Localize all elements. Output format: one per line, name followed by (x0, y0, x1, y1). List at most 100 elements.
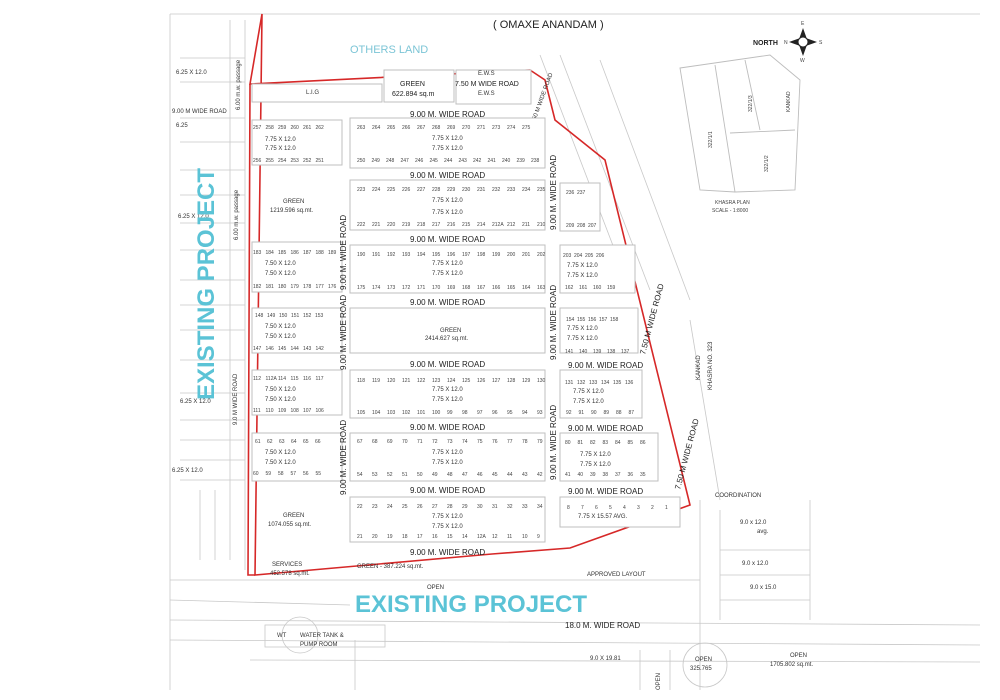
plot-number: 251 (316, 158, 325, 164)
plot-number: 229 (447, 187, 456, 193)
road-h-6: 9.00 M. WIDE ROAD (410, 423, 485, 432)
left-size-5: 6.25 X 12.0 (172, 468, 203, 474)
plot-number: 176 (328, 284, 337, 290)
plot-number: 108 (291, 408, 300, 414)
plot-number: 1 (665, 505, 668, 511)
plot-number: 257 (253, 125, 262, 131)
plot-number: 269 (447, 125, 456, 131)
plot-number: 154 (566, 317, 575, 323)
plot-number: 195 (432, 252, 441, 258)
plot-number: 23 (372, 504, 378, 510)
plot-number: 146 (266, 346, 275, 352)
green-2-label: GREEN (440, 328, 461, 334)
road-v-3: 9.00 M. WIDE ROAD (339, 420, 348, 495)
plot-number: 30 (477, 504, 483, 510)
plot-number: 156 (588, 317, 597, 323)
plot-number: 59 (266, 471, 272, 477)
plot-number: 61 (255, 439, 261, 445)
road-h-8: 9.00 M. WIDE ROAD (410, 548, 485, 557)
plot-9x1981: 9.0 X 19.81 (590, 656, 621, 662)
plot-number: 103 (387, 410, 396, 416)
plot-number: 177 (316, 284, 325, 290)
plot-number: 12A (477, 534, 487, 540)
plot-number: 182 (253, 284, 262, 290)
plot-number: 153 (315, 313, 324, 319)
left-road-vert: 9.0 M WIDE ROAD (233, 373, 239, 425)
plot-number: 198 (477, 252, 486, 258)
plot-number: 233 (507, 187, 516, 193)
plot-number: 17 (417, 534, 423, 540)
plot-number: 164 (522, 285, 531, 291)
plot-number: 217 (432, 222, 441, 228)
plot-number: 78 (522, 439, 528, 445)
plot-number: 85 (628, 440, 634, 446)
road-v-2: 9.00 M. WIDE ROAD (339, 295, 348, 370)
plot-number: 192 (387, 252, 396, 258)
plot-number: 243 (459, 158, 468, 164)
passage-lower: 6.00 m.w. passage (234, 189, 240, 240)
plot-number: 58 (278, 471, 284, 477)
size-avg: 7.75 X 15.57 AVG. (578, 514, 628, 520)
plot-number: 55 (316, 471, 322, 477)
plot-number: 120 (387, 378, 396, 384)
plot-number: 135 (613, 380, 622, 386)
plot-number: 49 (432, 472, 438, 478)
plot-number: 170 (432, 285, 441, 291)
plot-number: 263 (357, 125, 366, 131)
plot-number: 256 (253, 158, 262, 164)
plot-number: 27 (432, 504, 438, 510)
plot-number: 132 (577, 380, 586, 386)
road-v-4: 9.00 M. WIDE ROAD (549, 155, 558, 230)
plot-number: 80 (565, 440, 571, 446)
plot-number: 140 (579, 349, 588, 355)
size-l5: 7.50 X 12.0 (265, 387, 296, 393)
green-3-area: 1074.055 sq.mt. (268, 522, 311, 528)
plot-number: 117 (316, 376, 324, 382)
plot-number: 121 (402, 378, 411, 384)
top-green-area: 622.894 sq.m (392, 91, 435, 98)
khasra-p2: 322/1/3 (748, 95, 754, 112)
plot-number: 199 (492, 252, 501, 258)
plot-number: 258 (266, 125, 275, 131)
size-l4: 7.50 X 12.0 (265, 324, 296, 330)
plot-number: 227 (417, 187, 426, 193)
plot-number: 33 (522, 504, 528, 510)
plot-number: 239 (517, 158, 526, 164)
plot-number: 184 (266, 250, 275, 256)
size-rr4: 7.75 X 12.0 (567, 326, 598, 332)
size-r1: 7.75 X 12.0 (265, 137, 296, 143)
plot-number: 75 (477, 439, 483, 445)
plot-number: 191 (372, 252, 381, 258)
plot-number: 105 (357, 410, 366, 416)
plot-number: 205 (585, 253, 594, 259)
plot-number: 111 (253, 408, 261, 414)
plot-number: 183 (253, 250, 262, 256)
plot-number: 31 (492, 504, 498, 510)
plot-number: 266 (402, 125, 411, 131)
plot-number: 25 (402, 504, 408, 510)
plot-number: 249 (372, 158, 381, 164)
plot-number: 60 (253, 471, 259, 477)
passage-upper: 6.00 m.w. passage (236, 59, 242, 110)
services-label: SERVICES (272, 562, 302, 568)
plot-number: 219 (402, 222, 411, 228)
plot-number: 188 (316, 250, 325, 256)
road-h-2: 9.00 M. WIDE ROAD (410, 171, 485, 180)
plot-number: 128 (507, 378, 516, 384)
plot-number: 136 (625, 380, 634, 386)
plot-number: 28 (447, 504, 453, 510)
plot-number: 152 (303, 313, 312, 319)
green-1-area: 1219.596 sq.mt. (270, 208, 313, 214)
plot-number: 41 (565, 472, 571, 478)
plot-number: 148 (255, 313, 264, 319)
plot-number: 234 (522, 187, 531, 193)
plot-9x15: 9.0 x 15.0 (750, 585, 777, 591)
plot-number: 51 (402, 472, 408, 478)
north-label: NORTH (753, 40, 778, 47)
plot-number: 10 (522, 534, 528, 540)
plot-number: 178 (303, 284, 312, 290)
plot-number: 81 (578, 440, 584, 446)
plot-number: 35 (640, 472, 646, 478)
